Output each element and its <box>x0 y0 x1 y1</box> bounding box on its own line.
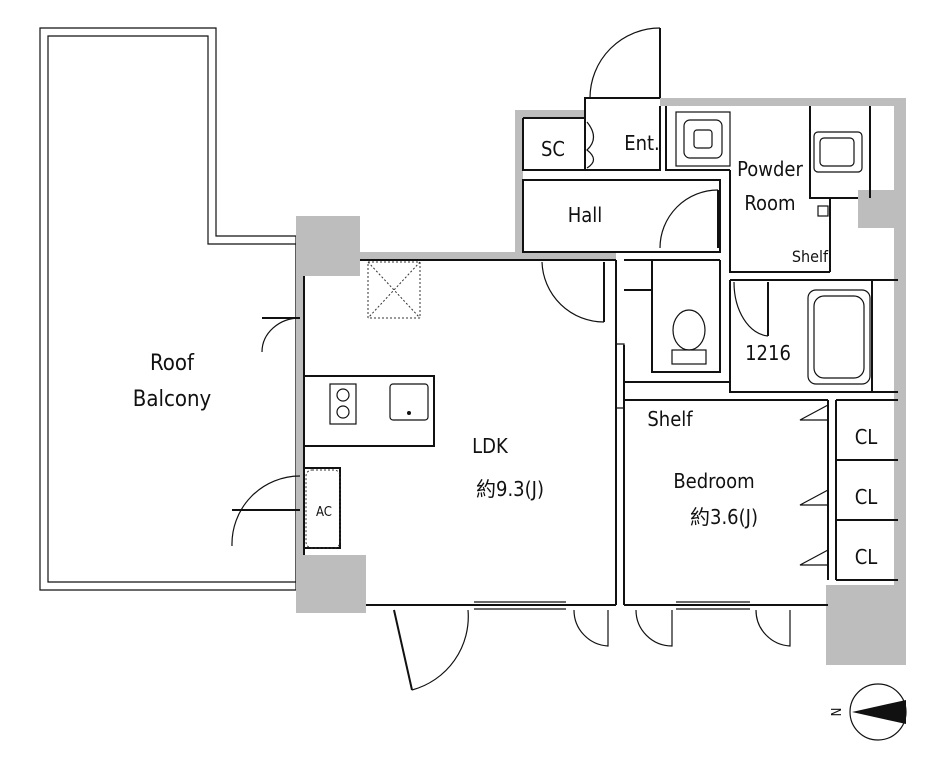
doors <box>231 27 829 691</box>
shelf-bedroom-label: Shelf <box>647 407 693 431</box>
hall-label: Hall <box>568 203 603 227</box>
wall-lines <box>303 97 898 606</box>
closet-label-2: CL <box>855 485 878 509</box>
room-labels: Roof Balcony LDK 約9.3(J) Bedroom 約3.6(J)… <box>133 131 878 569</box>
north-label: N <box>830 708 845 717</box>
powder-room-label-line1: Powder <box>737 157 803 181</box>
ldk-label: LDK <box>472 434 509 458</box>
structural-walls <box>296 98 906 665</box>
fixtures <box>305 111 871 549</box>
closet-label-1: CL <box>855 425 878 449</box>
closet-label-3: CL <box>855 545 878 569</box>
powder-room-label-line2: Room <box>744 191 795 215</box>
entrance-label: Ent. <box>624 131 660 155</box>
shelf-powder-label: Shelf <box>792 247 829 266</box>
north-arrow-icon: N <box>830 683 907 741</box>
bedroom-size-label: 約3.6(J) <box>690 505 758 529</box>
ldk-size-label: 約9.3(J) <box>476 477 544 501</box>
bath-size-label: 1216 <box>745 341 791 365</box>
windows <box>474 343 750 610</box>
bedroom-label: Bedroom <box>673 469 754 493</box>
roof-balcony-label-line2: Balcony <box>133 387 212 412</box>
roof-balcony-label-line1: Roof <box>150 351 195 376</box>
shoe-closet-label: SC <box>541 137 565 161</box>
roof-balcony-outline <box>39 27 297 591</box>
ac-label: AC <box>316 505 332 520</box>
